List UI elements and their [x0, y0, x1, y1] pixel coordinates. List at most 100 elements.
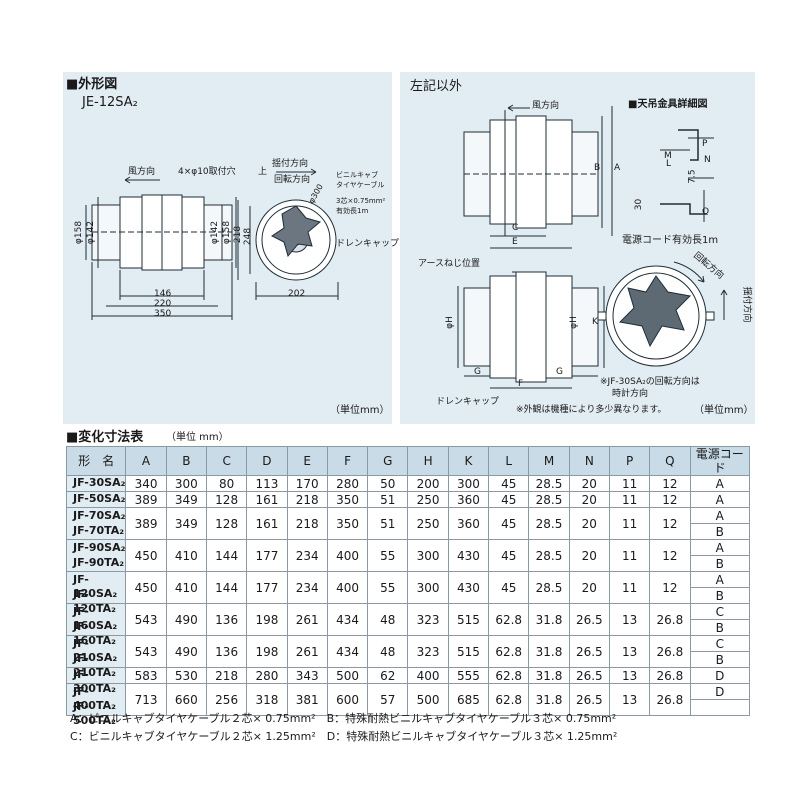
dimension-value: 500 [407, 683, 449, 716]
unit-left: （単位mm） [330, 405, 390, 416]
dimension-value: 349 [165, 507, 207, 540]
dimension-value: 28.5 [528, 475, 570, 492]
dimension-value: 360 [447, 491, 490, 508]
dimension-value: 28.5 [528, 491, 570, 508]
dimension-value: 11 [608, 539, 651, 572]
column-header: L [488, 446, 530, 476]
dimension-value: 323 [407, 603, 449, 636]
model-cell: JF-30SA₂ [65, 475, 127, 492]
dimension-value: 12 [649, 507, 691, 540]
power-cord-code: A [689, 507, 751, 524]
model-name: JF-30SA₂ [73, 476, 126, 489]
column-header: G [367, 446, 409, 476]
power-cord-code: B [689, 555, 751, 572]
model-cell: JF-300TA₂ [65, 667, 127, 695]
dimension-value: 57 [367, 683, 409, 716]
outline-title: ■外形図 [66, 77, 118, 92]
model-name: JF-120TA₂ [73, 587, 116, 615]
dimension-value: 13 [608, 603, 651, 636]
je12sa2-side-view [85, 176, 237, 320]
dimension-value: 685 [447, 683, 490, 716]
dimension-value: 300 [407, 539, 449, 572]
label-drain: ドレンキャップ [336, 239, 400, 249]
label-d218: 218 [233, 225, 244, 244]
power-cord-code: A [689, 475, 751, 492]
dimension-value: 583 [125, 667, 167, 684]
dimension-value: 20 [568, 507, 610, 540]
label-f: F [518, 379, 524, 389]
dimension-value: 50 [367, 475, 409, 492]
model-name: JF-50SA₂ [73, 492, 126, 505]
dimension-value: 20 [568, 539, 610, 572]
dimension-value: 250 [407, 491, 449, 508]
dimension-value: 31.8 [528, 635, 570, 668]
dimension-value: 13 [608, 667, 651, 684]
label-l: L [666, 159, 672, 169]
dimension-value: 26.5 [568, 683, 610, 716]
power-cord-code [689, 699, 751, 716]
dimension-value: 200 [407, 475, 449, 492]
dimension-value: 26.8 [649, 667, 691, 684]
label-wind-right: 風方向 [532, 101, 560, 111]
hanger-detail [660, 129, 714, 222]
dimension-value: 543 [125, 635, 167, 668]
dimension-value: 12 [649, 539, 691, 572]
column-header: B [165, 446, 207, 476]
dimension-value: 350 [326, 491, 369, 508]
column-header: K [447, 446, 490, 476]
dimension-value: 430 [447, 539, 490, 572]
dimension-value: 218 [205, 667, 248, 684]
dimension-value: 389 [125, 507, 167, 540]
dimension-value: 13 [608, 683, 651, 716]
model-name: JF-500TA₂ [73, 699, 116, 727]
dimension-value: 11 [608, 507, 651, 540]
dimension-value: 62 [367, 667, 409, 684]
dimension-value: 261 [286, 603, 328, 636]
label-cable-3: 3芯×0.75mm² [336, 197, 386, 205]
unit-right: （単位mm） [694, 405, 754, 416]
jf-side-view-top [463, 104, 613, 249]
power-cord-code: B [689, 587, 751, 604]
dimension-value: 323 [407, 635, 449, 668]
dimension-value: 660 [165, 683, 207, 716]
power-cord-code: B [689, 651, 751, 668]
label-phih-right: φH [568, 316, 579, 329]
label-holes: 4×φ10取付穴 [178, 167, 236, 177]
column-header: F [326, 446, 369, 476]
note-rotation-2: 時計方向 [612, 389, 649, 399]
label-phi158a: φ158 [74, 220, 85, 245]
dimension-value: 161 [246, 491, 288, 508]
model-cell: JF-50SA₂ [65, 491, 127, 508]
dimension-value: 26.8 [649, 603, 691, 636]
dimension-value: 28.5 [528, 539, 570, 572]
column-header: N [568, 446, 610, 476]
dimension-value: 234 [286, 571, 328, 604]
label-cable-4: 有効長1m [336, 207, 369, 215]
model-name: JF-70TA₂ [73, 523, 125, 537]
dimension-value: 62.8 [488, 635, 530, 668]
dimension-value: 13 [608, 635, 651, 668]
label-q: Q [702, 207, 710, 217]
dimension-value: 12 [649, 475, 691, 492]
dimension-value: 280 [246, 667, 288, 684]
note-appearance: ※外観は機種により多少異なります。 [516, 405, 667, 415]
dimension-value: 31.8 [528, 667, 570, 684]
dimension-value: 340 [125, 475, 167, 492]
model-name: JF-160SA₂ [73, 604, 118, 632]
model-name: JF-210SA₂ [73, 636, 118, 664]
dimension-value: 300 [407, 571, 449, 604]
dimension-value: 26.8 [649, 683, 691, 716]
power-cord-code: C [689, 635, 751, 652]
dimension-value: 177 [246, 539, 288, 572]
label-g-right: G [556, 367, 563, 377]
dimension-value: 177 [246, 571, 288, 604]
